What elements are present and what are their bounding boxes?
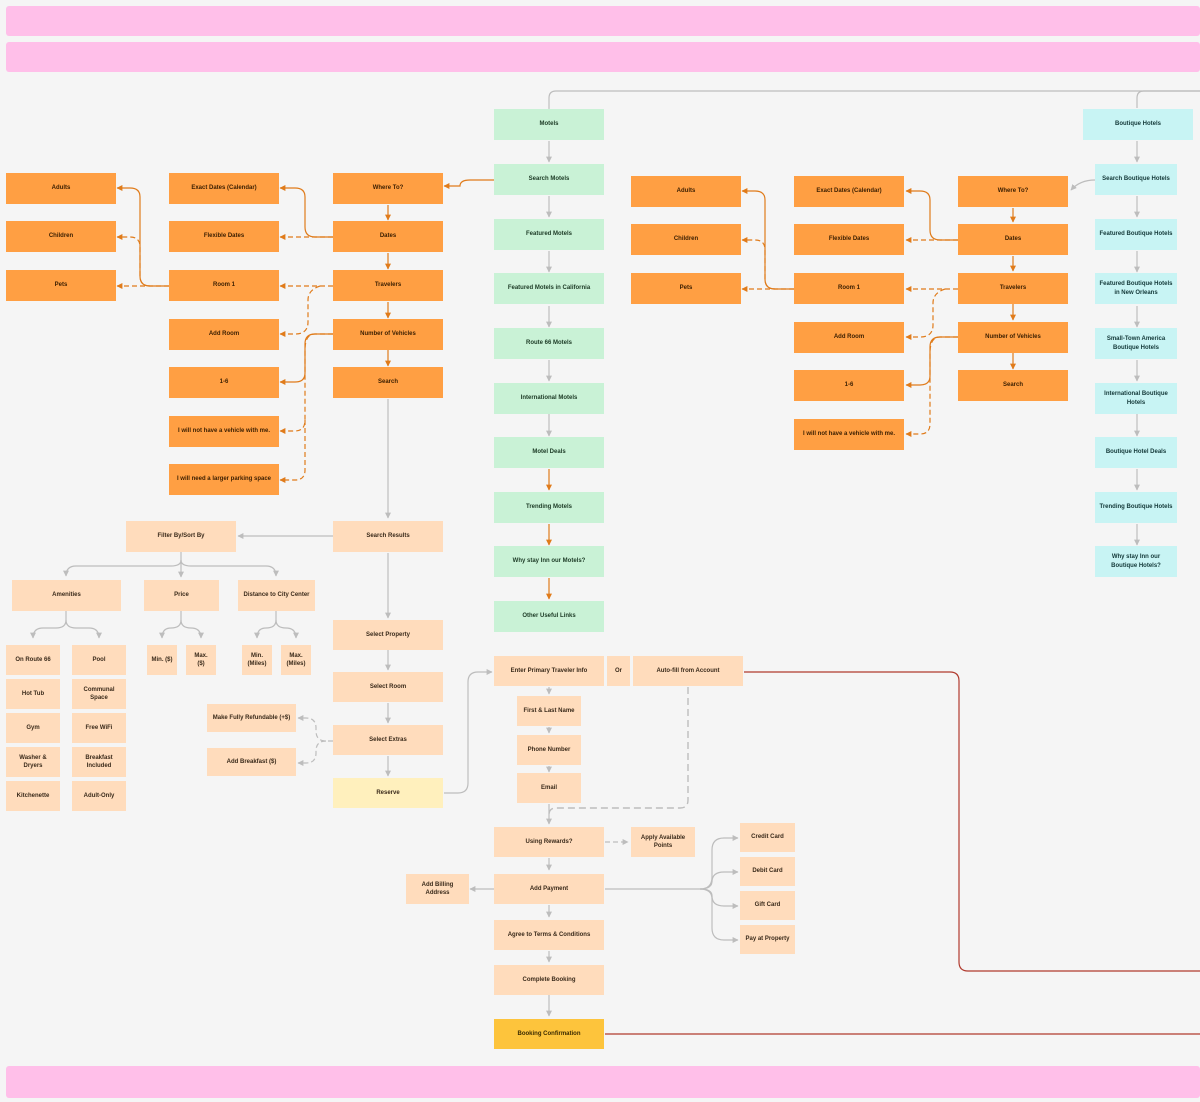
amenity-free-wifi: Free WiFi <box>72 713 126 743</box>
vehicles-1-6-node: 1-6 <box>794 370 904 401</box>
make-refundable-node: Make Fully Refundable (+$) <box>207 704 296 732</box>
why-motels-node: Why stay Inn our Motels? <box>494 546 604 577</box>
credit-card-node: Credit Card <box>740 823 795 852</box>
email-node: Email <box>517 773 581 803</box>
number-of-vehicles-node: Number of Vehicles <box>958 322 1068 353</box>
search-motels-node: Search Motels <box>494 164 604 195</box>
no-vehicle-node: I will not have a vehicle with me. <box>794 419 904 450</box>
bottom-banner <box>6 1066 1200 1098</box>
amenity-communal-space: Communal Space <box>72 679 126 709</box>
flexible-dates-node: Flexible Dates <box>794 224 904 255</box>
travelers-node: Travelers <box>958 273 1068 304</box>
reserve-node: Reserve <box>333 778 443 808</box>
children-node: Children <box>631 224 741 255</box>
amenity-breakfast-included: Breakfast Included <box>72 747 126 777</box>
primary-traveler-node: Enter Primary Traveler Info <box>494 656 604 686</box>
max-price-node: Max. ($) <box>186 645 216 675</box>
amenity-gym: Gym <box>6 713 60 743</box>
dates-node: Dates <box>958 224 1068 255</box>
trending-motels-node: Trending Motels <box>494 492 604 523</box>
min-miles-node: Min. (Miles) <box>242 645 272 675</box>
motel-deals-node: Motel Deals <box>494 437 604 468</box>
complete-booking-node: Complete Booking <box>494 965 604 995</box>
larger-parking-node: I will need a larger parking space <box>169 464 279 495</box>
add-billing-address-node: Add Billing Address <box>406 874 469 904</box>
trending-boutique-node: Trending Boutique Hotels <box>1095 492 1177 523</box>
amenity-kitchenette: Kitchenette <box>6 781 60 811</box>
filter-sort-node: Filter By/Sort By <box>126 521 236 552</box>
amenities-node: Amenities <box>12 580 121 611</box>
search-node: Search <box>958 370 1068 401</box>
add-breakfast-node: Add Breakfast ($) <box>207 748 296 776</box>
debit-card-node: Debit Card <box>740 857 795 886</box>
dates-node: Dates <box>333 221 443 252</box>
select-room-node: Select Room <box>333 672 443 702</box>
min-price-node: Min. ($) <box>147 645 177 675</box>
pay-at-property-node: Pay at Property <box>740 925 795 954</box>
amenity-hot-tub: Hot Tub <box>6 679 60 709</box>
second-banner <box>6 42 1200 72</box>
exact-dates-node: Exact Dates (Calendar) <box>169 173 279 204</box>
phone-number-node: Phone Number <box>517 735 581 765</box>
motels-node: Motels <box>494 109 604 140</box>
apply-points-node: Apply Available Points <box>631 827 695 857</box>
flexible-dates-node: Flexible Dates <box>169 221 279 252</box>
autofill-node: Auto-fill from Account <box>633 656 743 686</box>
where-to-node: Where To? <box>958 176 1068 207</box>
select-extras-node: Select Extras <box>333 725 443 755</box>
add-room-node: Add Room <box>169 319 279 350</box>
no-vehicle-node: I will not have a vehicle with me. <box>169 416 279 447</box>
other-links-node: Other Useful Links <box>494 601 604 632</box>
route66-motels-node: Route 66 Motels <box>494 328 604 359</box>
add-room-node: Add Room <box>794 322 904 353</box>
select-property-node: Select Property <box>333 620 443 650</box>
booking-confirmation-node: Booking Confirmation <box>494 1019 604 1049</box>
travelers-node: Travelers <box>333 270 443 301</box>
max-miles-node: Max. (Miles) <box>281 645 311 675</box>
where-to-node: Where To? <box>333 173 443 204</box>
pets-node: Pets <box>6 270 116 301</box>
search-boutique-node: Search Boutique Hotels <box>1095 164 1177 195</box>
small-town-node: Small-Town America Boutique Hotels <box>1095 328 1177 359</box>
room-1-node: Room 1 <box>169 270 279 301</box>
price-node: Price <box>144 580 219 611</box>
distance-node: Distance to City Center <box>238 580 315 611</box>
international-boutique-node: International Boutique Hotels <box>1095 383 1177 414</box>
gift-card-node: Gift Card <box>740 891 795 920</box>
amenity-on-route66: On Route 66 <box>6 645 60 675</box>
boutique-deals-node: Boutique Hotel Deals <box>1095 437 1177 468</box>
room-1-node: Room 1 <box>794 273 904 304</box>
boutique-hotels-node: Boutique Hotels <box>1083 109 1193 140</box>
agree-terms-node: Agree to Terms & Conditions <box>494 920 604 950</box>
pets-node: Pets <box>631 273 741 304</box>
vehicles-1-6-node: 1-6 <box>169 367 279 398</box>
search-node: Search <box>333 367 443 398</box>
featured-boutique-node: Featured Boutique Hotels <box>1095 219 1177 250</box>
featured-new-orleans-node: Featured Boutique Hotels in New Orleans <box>1095 273 1177 304</box>
adults-node: Adults <box>631 176 741 207</box>
adults-node: Adults <box>6 173 116 204</box>
add-payment-node: Add Payment <box>494 874 604 904</box>
or-node: Or <box>607 656 630 686</box>
children-node: Children <box>6 221 116 252</box>
amenity-washer-dryers: Washer & Dryers <box>6 747 60 777</box>
top-banner <box>6 6 1200 36</box>
exact-dates-node: Exact Dates (Calendar) <box>794 176 904 207</box>
number-of-vehicles-node: Number of Vehicles <box>333 319 443 350</box>
why-boutique-node: Why stay Inn our Boutique Hotels? <box>1095 546 1177 577</box>
amenity-adult-only: Adult-Only <box>72 781 126 811</box>
featured-motels-node: Featured Motels <box>494 219 604 250</box>
featured-motels-california-node: Featured Motels in California <box>494 273 604 304</box>
amenity-pool: Pool <box>72 645 126 675</box>
using-rewards-node: Using Rewards? <box>494 827 604 857</box>
search-results-node: Search Results <box>333 521 443 552</box>
first-last-name-node: First & Last Name <box>517 696 581 726</box>
international-motels-node: International Motels <box>494 383 604 414</box>
